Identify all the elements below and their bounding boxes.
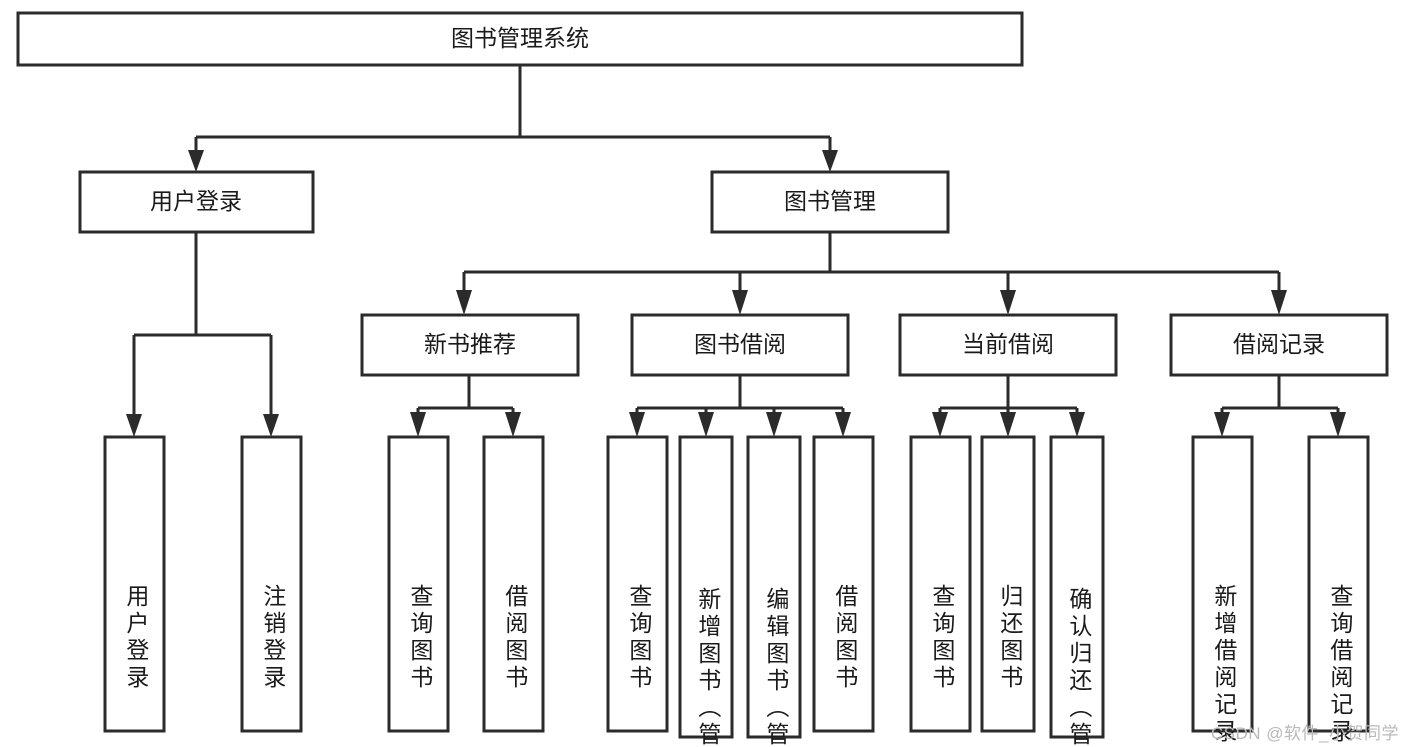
leaf-book-borrow-1[interactable]: 新增图书（管理员） xyxy=(678,435,734,747)
leaf-user-login-0-label: 用户登录 xyxy=(123,584,150,692)
node-current-borrow-box[interactable] xyxy=(898,313,1118,377)
arrow-user-login-leaf-1 xyxy=(126,414,142,437)
arrow-current-borrow-leaf-1 xyxy=(932,412,948,437)
arrow-user-login-leaf-2 xyxy=(263,414,279,437)
leaf-borrow-record-1-box[interactable] xyxy=(1307,435,1370,733)
node-book-manage[interactable]: 图书管理 xyxy=(710,170,950,234)
node-borrow-record[interactable]: 借阅记录 xyxy=(1169,313,1389,377)
leaf-borrow-record-1-label: 查询借阅记录 xyxy=(1327,584,1354,746)
arrow-to-book-manage xyxy=(822,150,838,172)
node-user-login-label: 用户登录 xyxy=(150,188,242,214)
arrow-to-book-borrow xyxy=(732,290,748,315)
leaf-book-borrow-0-box[interactable] xyxy=(606,435,669,733)
node-user-login[interactable]: 用户登录 xyxy=(78,170,315,234)
leaf-book-borrow-0-label: 查询图书 xyxy=(626,584,653,692)
node-book-borrow[interactable]: 图书借阅 xyxy=(630,313,850,377)
arrow-to-current-borrow xyxy=(1000,290,1016,315)
node-user-login-box[interactable] xyxy=(78,170,315,234)
node-new-book-recommend-box[interactable] xyxy=(360,313,580,377)
node-book-manage-label: 图书管理 xyxy=(784,188,876,214)
leaf-user-login-1[interactable]: 注销登录 xyxy=(240,435,303,733)
connector-layer xyxy=(126,65,1346,437)
leaf-new-book-recommend-1-label: 借阅图书 xyxy=(502,584,529,692)
leaf-borrow-record-1[interactable]: 查询借阅记录 xyxy=(1307,435,1370,746)
leaf-book-borrow-2-label: 编辑图书（管理员） xyxy=(763,587,790,747)
leaf-borrow-record-0-label: 新增借阅记录 xyxy=(1211,584,1238,746)
node-root-label: 图书管理系统 xyxy=(451,25,589,51)
leaf-new-book-recommend-0[interactable]: 查询图书 xyxy=(387,435,450,733)
arrow-borrow-record-leaf-2 xyxy=(1330,412,1346,437)
leaf-current-borrow-2-label: 确认归还（管理员） xyxy=(1066,587,1093,747)
arrow-book-borrow-leaf-4 xyxy=(835,412,851,437)
leaf-current-borrow-1-box[interactable] xyxy=(980,435,1036,733)
leaf-new-book-recommend-1-box[interactable] xyxy=(482,435,545,733)
leaf-current-borrow-2-box[interactable] xyxy=(1049,435,1105,739)
leaf-user-login-0-box[interactable] xyxy=(103,435,166,733)
leaf-current-borrow-2[interactable]: 确认归还（管理员） xyxy=(1049,435,1105,747)
arrow-to-borrow-record xyxy=(1271,290,1287,315)
leaf-user-login-0[interactable]: 用户登录 xyxy=(103,435,166,733)
leaf-book-borrow-3-label: 借阅图书 xyxy=(832,584,859,692)
node-borrow-record-box[interactable] xyxy=(1169,313,1389,377)
leaf-current-borrow-1[interactable]: 归还图书 xyxy=(980,435,1036,733)
node-root[interactable]: 图书管理系统 xyxy=(16,11,1024,67)
arrow-new-book-leaf-2 xyxy=(505,412,521,437)
leaf-user-login-1-label: 注销登录 xyxy=(260,584,287,692)
leaf-book-borrow-0[interactable]: 查询图书 xyxy=(606,435,669,733)
node-book-manage-box[interactable] xyxy=(710,170,950,234)
leaf-book-borrow-1-label: 新增图书（管理员） xyxy=(695,587,722,747)
node-current-borrow[interactable]: 当前借阅 xyxy=(898,313,1118,377)
node-new-book-recommend-label: 新书推荐 xyxy=(424,331,516,357)
arrow-book-borrow-leaf-1 xyxy=(629,412,645,437)
arrow-to-user-login xyxy=(188,150,204,172)
leaf-current-borrow-0[interactable]: 查询图书 xyxy=(909,435,972,733)
leaf-current-borrow-1-label: 归还图书 xyxy=(997,584,1024,692)
node-book-borrow-box[interactable] xyxy=(630,313,850,377)
leaf-book-borrow-3-box[interactable] xyxy=(812,435,875,733)
arrow-borrow-record-leaf-1 xyxy=(1214,412,1230,437)
node-root-box[interactable] xyxy=(16,11,1024,67)
arrow-book-borrow-leaf-3 xyxy=(766,412,782,437)
leaf-current-borrow-0-label: 查询图书 xyxy=(929,584,956,692)
node-book-borrow-label: 图书借阅 xyxy=(694,331,786,357)
leaf-new-book-recommend-0-label: 查询图书 xyxy=(407,584,434,692)
leaf-new-book-recommend-0-box[interactable] xyxy=(387,435,450,733)
arrow-to-new-book xyxy=(456,290,472,315)
node-borrow-record-label: 借阅记录 xyxy=(1233,331,1325,357)
node-new-book-recommend[interactable]: 新书推荐 xyxy=(360,313,580,377)
leaf-borrow-record-0[interactable]: 新增借阅记录 xyxy=(1191,435,1254,746)
leaf-book-borrow-1-box[interactable] xyxy=(678,435,734,739)
leaf-borrow-record-0-box[interactable] xyxy=(1191,435,1254,733)
leaf-book-borrow-2-box[interactable] xyxy=(746,435,802,739)
arrow-current-borrow-leaf-3 xyxy=(1069,412,1085,437)
node-current-borrow-label: 当前借阅 xyxy=(962,331,1054,357)
leaf-book-borrow-3[interactable]: 借阅图书 xyxy=(812,435,875,733)
arrow-new-book-leaf-1 xyxy=(410,412,426,437)
arrow-current-borrow-leaf-2 xyxy=(1000,412,1016,437)
leaf-user-login-1-box[interactable] xyxy=(240,435,303,733)
leaf-new-book-recommend-1[interactable]: 借阅图书 xyxy=(482,435,545,733)
leaf-current-borrow-0-box[interactable] xyxy=(909,435,972,733)
arrow-book-borrow-leaf-2 xyxy=(698,412,714,437)
leaf-book-borrow-2[interactable]: 编辑图书（管理员） xyxy=(746,435,802,747)
